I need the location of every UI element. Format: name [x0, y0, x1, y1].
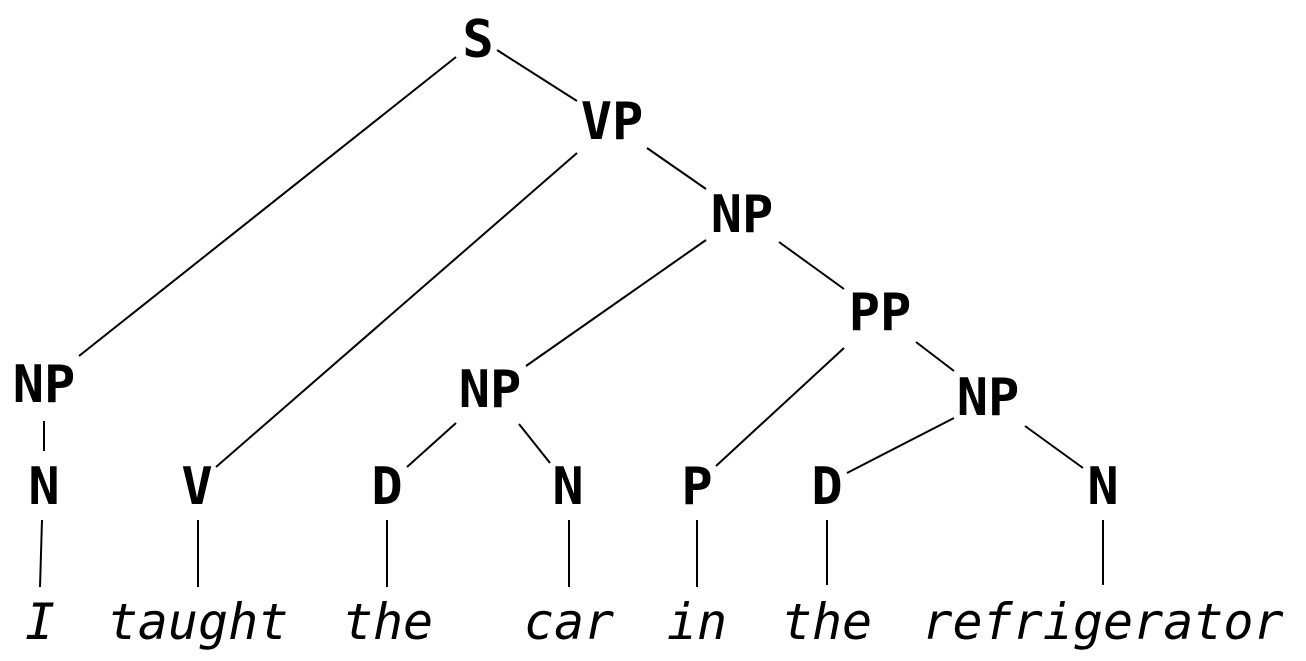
- node-s: S: [462, 10, 493, 70]
- word-the1: the: [343, 593, 433, 651]
- edge-vp-np_obj: [646, 147, 707, 190]
- node-n-i: N: [28, 457, 59, 517]
- edge-s-np_subj: [78, 56, 457, 357]
- word-in: in: [667, 593, 727, 651]
- edge-np_fridge-d_2: [846, 417, 955, 474]
- node-d-2: D: [811, 457, 842, 517]
- edge-np_fridge-n_fridge: [1024, 425, 1084, 469]
- word-taught: taught: [108, 593, 289, 651]
- node-pp: PP: [849, 283, 912, 343]
- word-i: I: [25, 593, 55, 651]
- edge-np_car-n_car: [518, 423, 551, 464]
- word-the2: the: [782, 593, 872, 651]
- node-np-obj: NP: [711, 185, 774, 245]
- edge-np_obj-pp: [778, 241, 845, 290]
- node-v: V: [181, 457, 212, 517]
- word-refrigerator: refrigerator: [922, 593, 1283, 651]
- edge-np_car-d_1: [406, 422, 457, 468]
- node-np-fridge: NP: [957, 368, 1020, 428]
- node-p: P: [681, 457, 712, 517]
- node-n-car: N: [552, 457, 583, 517]
- tree-edges: [39, 49, 1104, 588]
- edge-s-vp: [496, 49, 578, 102]
- node-n-fridge: N: [1087, 457, 1118, 517]
- node-d-1: D: [371, 457, 402, 517]
- edge-pp-p: [715, 347, 845, 467]
- word-car: car: [524, 593, 614, 651]
- node-np-car: NP: [459, 360, 522, 420]
- edge-np_obj-np_car: [525, 239, 707, 367]
- edge-n_i-w_i: [39, 519, 43, 588]
- node-vp: VP: [581, 92, 644, 152]
- node-np-subj: NP: [13, 355, 76, 415]
- edge-pp-np_fridge: [915, 341, 955, 372]
- edge-vp-v: [215, 152, 578, 468]
